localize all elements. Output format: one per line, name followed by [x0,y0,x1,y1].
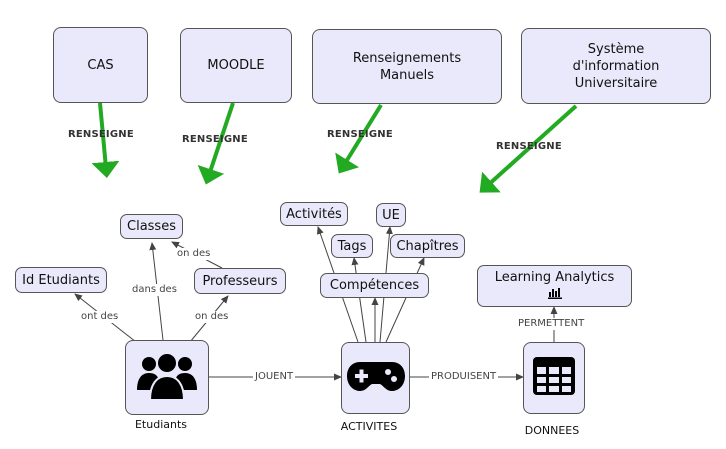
node-learning-analytics-label: Learning Analytics [494,269,615,285]
source-moodle: MOODLE [180,28,292,103]
node-classes: Classes [120,214,183,239]
renseigne-label-siu: RENSEIGNE [496,141,562,152]
users-group-icon [136,350,198,406]
node-learning-analytics: Learning Analytics [477,265,632,307]
edge-label-dans-des: dans des [130,284,179,296]
node-classes-label: Classes [127,219,176,234]
source-moodle-label: MOODLE [207,58,265,73]
edge-activites-tags [351,257,367,343]
node-ue-label: UE [382,207,400,223]
source-siu: Système d'information Universitaire [521,28,711,104]
edge-label-produisent: PRODUISENT [429,371,499,383]
renseigne-label-cas: RENSEIGNE [68,129,134,140]
table-grid-icon [532,356,576,400]
edge-label-on-des-top: on des [175,248,213,260]
source-manuels-label: Renseignements Manuels [352,50,462,83]
node-chapitres-label: Chapîtres [396,238,459,254]
node-ue: UE [376,203,406,227]
node-tags: Tags [331,234,373,258]
edge-label-on-des-bottom: on des [193,311,231,323]
renseigne-arrow-moodle [197,102,235,185]
edge-label-permettent: PERMETTENT [516,318,587,330]
caption-etudiants: Etudiants [134,418,188,431]
node-donnees [523,342,585,414]
node-activites [341,342,410,414]
renseigne-arrow-cas [91,102,120,178]
node-competences: Compétences [320,273,429,298]
renseigne-label-manuels: RENSEIGNE [327,129,393,140]
node-chapitres: Chapîtres [390,234,465,258]
node-etudiants [125,340,209,415]
gamepad-icon [346,360,406,396]
source-siu-label: Système d'information Universitaire [572,41,660,91]
renseigne-arrow-manuels [335,103,383,174]
node-id-etudiants-label: Id Etudiants [22,272,100,288]
source-cas: CAS [53,27,148,103]
node-professeurs-label: Professeurs [202,273,278,289]
edge-label-jouent: JOUENT [253,371,296,383]
caption-donnees: DONNEES [524,424,580,437]
renseigne-label-moodle: RENSEIGNE [182,134,248,145]
node-id-etudiants: Id Etudiants [15,267,107,293]
node-activites-small-label: Activités [286,206,342,222]
source-cas-label: CAS [87,57,114,73]
edge-activites-chapitres [385,257,425,343]
edge-label-ont-des: ont des [79,311,121,323]
caption-activites: ACTIVITES [340,420,398,433]
node-tags-label: Tags [337,238,367,254]
source-manuels: Renseignements Manuels [312,29,502,104]
node-competences-label: Compétences [329,278,420,293]
renseigne-arrow-siu [479,104,578,193]
node-professeurs: Professeurs [194,268,286,294]
bar-chart-icon [547,287,562,303]
node-activites-small: Activités [280,202,348,226]
